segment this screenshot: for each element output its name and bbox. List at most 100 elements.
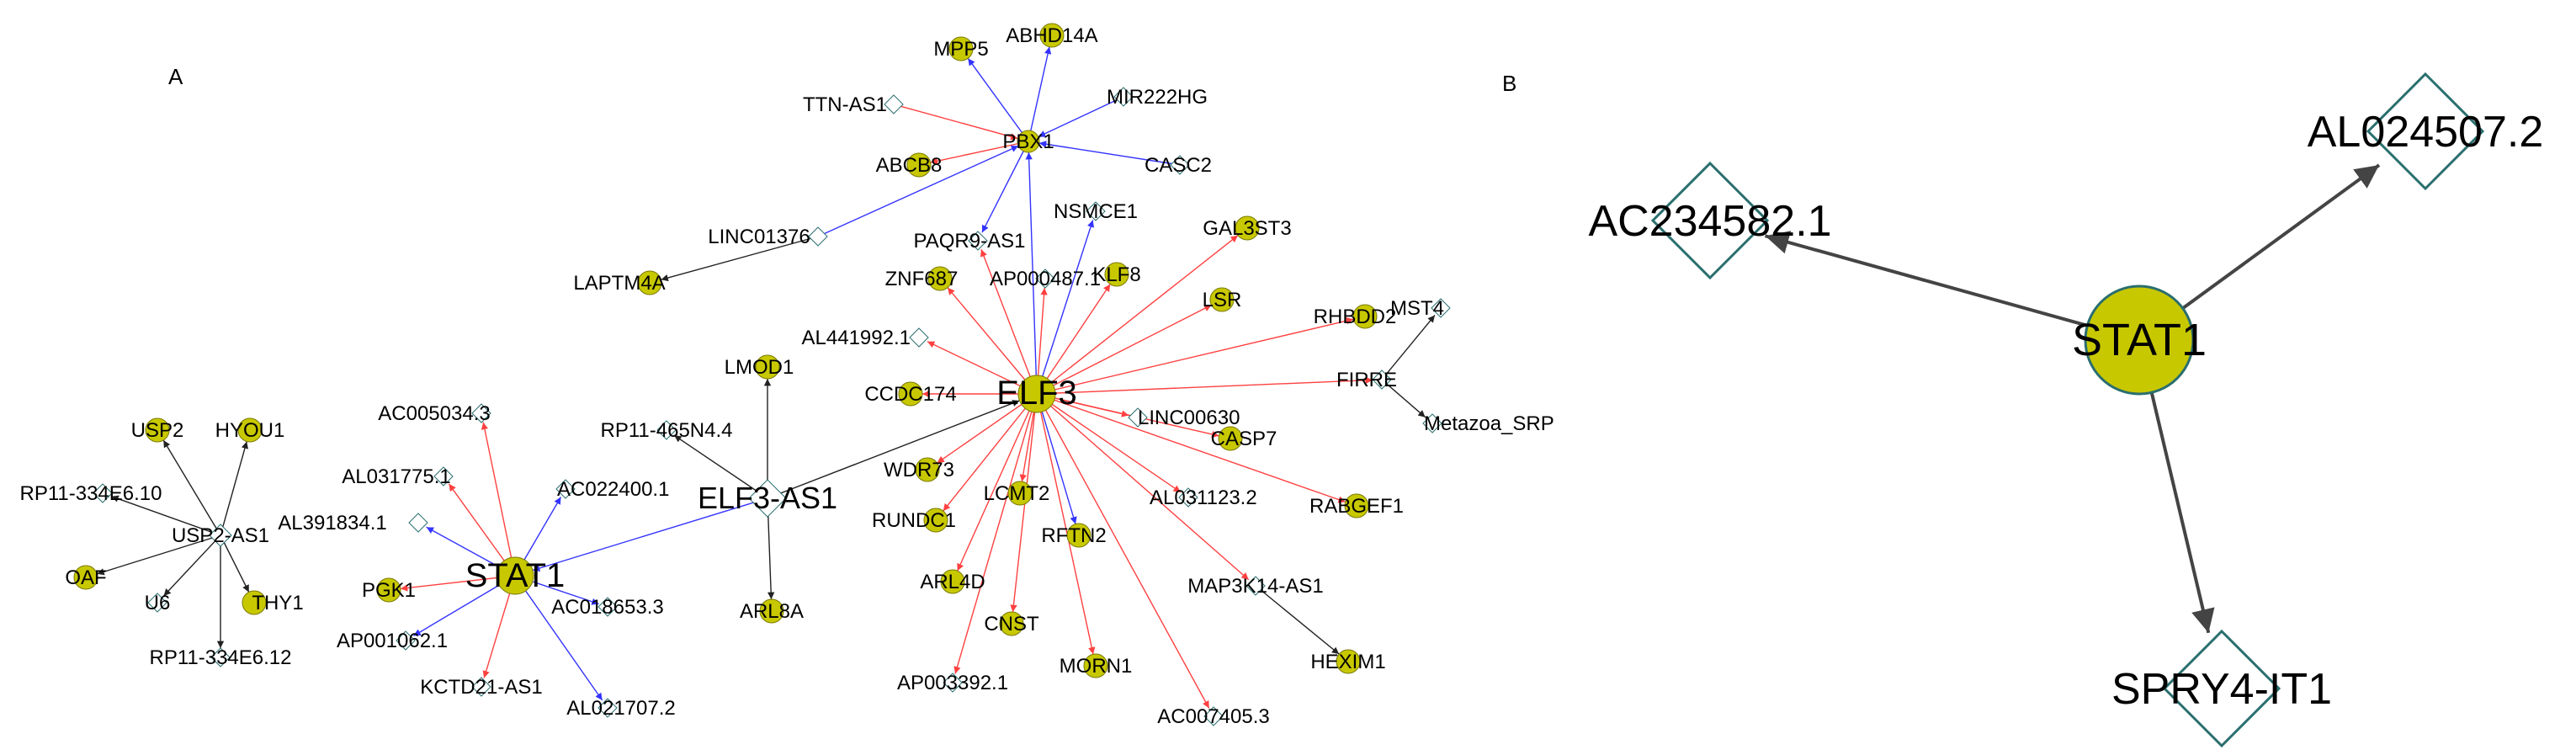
node-label: THY1 (252, 592, 303, 614)
node-label: AL031123.2 (1150, 486, 1257, 509)
edge-elf3-to-map3k14-as1 (1036, 393, 1250, 581)
node-label: MST4 (1390, 297, 1444, 320)
node-rp11-334e6-12: RP11-334E6.12 (149, 646, 291, 669)
diamond-node-shape (1170, 155, 1190, 175)
circle-node-shape (755, 354, 780, 380)
circle-node-shape (948, 36, 974, 61)
node-label: LSR (1203, 289, 1242, 311)
diamond-node-shape (1372, 370, 1392, 390)
circle-node-shape (376, 577, 401, 603)
edge-elf3-to-wdr73 (937, 393, 1038, 464)
node-label: AC018653.3 (551, 596, 663, 619)
diamond-node-shape (748, 479, 787, 518)
node-usp2-as1: USP2-AS1 (172, 524, 269, 547)
diamond-node-shape (2366, 72, 2485, 191)
node-cnst: CNST (984, 611, 1039, 636)
circle-node-shape (1104, 262, 1129, 287)
edge-elf3-to-lsr (1036, 304, 1212, 395)
node-label: PGK1 (362, 579, 416, 602)
circle-node-shape (1083, 653, 1108, 678)
edge-elf3-to-al441992-1 (927, 341, 1038, 395)
node-rp11-465n4-4: RP11-465N4.4 (601, 419, 733, 442)
node-mir222hg: MIR222HG (1107, 86, 1208, 109)
edge-pbx1-to-abhd14a (1028, 46, 1052, 142)
node-pbx1: PBX1 (1002, 130, 1054, 153)
circle-node-shape (1218, 426, 1243, 451)
node-casp7: CASP7 (1211, 426, 1277, 451)
edge-elf3-to-arl4d (957, 393, 1038, 572)
diamond-node-shape (656, 420, 677, 440)
node-usp2: USP2 (131, 417, 184, 443)
node-mpp5: MPP5 (933, 36, 989, 61)
node-label: NSMCE1 (1054, 200, 1138, 223)
node-al024507-2: AL024507.2 (2308, 72, 2543, 191)
node-label: CASC2 (1145, 154, 1212, 177)
diamond-node-shape (598, 597, 618, 617)
edge-firre-to-metazoa-srp (1381, 379, 1426, 418)
edge-stat1-to-pgk1 (400, 575, 516, 592)
node-elf3: ELF3 (996, 375, 1077, 413)
node-label: AP003392.1 (897, 672, 1008, 694)
panel-a-nodes: ELF3ELF3-AS1STAT1PBX1USP2-AS1MPP5ABHD14A… (19, 23, 1554, 728)
node-label: FIRRE (1336, 369, 1397, 391)
edge-elf3-to-gal3st3 (1036, 235, 1239, 395)
edge-elf3-to-nsmce1 (1036, 220, 1095, 395)
edge-elf3-to-firre (1036, 376, 1373, 395)
circle-node-shape (2084, 284, 2195, 396)
edge-stat1-to-al021707-2 (514, 575, 603, 701)
node-label: HEXIM1 (1310, 651, 1385, 673)
edge-mir222hg-to-pbx1 (1038, 96, 1124, 138)
node-ap001062-1: AP001062.1 (337, 630, 448, 652)
circle-node-shape (1007, 481, 1033, 506)
node-znf687: ZNF687 (885, 266, 958, 291)
diamond-node-shape (1422, 413, 1442, 433)
diamond-node-shape (1178, 487, 1198, 508)
edge-pbx1-to-abcb8 (930, 141, 1029, 165)
circle-node-shape (1344, 493, 1369, 518)
node-label: RP11-334E6.12 (149, 646, 291, 669)
panel-b-edges (1764, 163, 2381, 634)
diamond-node-shape (471, 677, 491, 697)
circle-node-shape (1017, 130, 1040, 153)
edge-usp2-as1-to-oaf (97, 534, 221, 576)
edge-elf3-to-znf687 (947, 287, 1038, 395)
node-linc01376: LINC01376 (708, 226, 828, 248)
diamond-node-shape (909, 327, 929, 348)
node-arl4d: ARL4D (920, 569, 985, 594)
node-laptm4a: LAPTM4A (573, 270, 666, 295)
node-ac234582-1: AC234582.1 (1588, 161, 1832, 280)
edge-elf3-to-pbx1 (1025, 152, 1038, 395)
edge-casc2-to-pbx1 (1038, 141, 1181, 166)
node-thy1: THY1 (242, 590, 304, 615)
node-oaf: OAF (65, 565, 107, 590)
node-label: STAT1 (465, 557, 566, 594)
node-label: LINC01376 (708, 226, 810, 248)
node-label: AL021707.2 (566, 697, 675, 720)
node-rhbdd2: RHBDD2 (1314, 304, 1396, 329)
circle-node-shape (923, 508, 948, 533)
edge-pbx1-to-mpp5 (967, 57, 1029, 142)
node-label: MORN1 (1060, 655, 1133, 678)
node-ac007405-3: AC007405.3 (1157, 705, 1269, 728)
node-label: GAL3ST3 (1203, 217, 1291, 240)
circle-node-shape (1235, 215, 1260, 241)
node-label: RP11-334E6.10 (19, 482, 162, 505)
diamond-node-shape (1203, 706, 1224, 726)
circle-node-shape (237, 417, 263, 443)
diamond-node-shape (210, 647, 231, 667)
edge-usp2-as1-to-rp11-334e6-10 (111, 495, 221, 536)
diamond-node-shape (1128, 407, 1148, 428)
node-label: U6 (145, 592, 171, 614)
node-hyou1: HYOU1 (215, 417, 284, 443)
node-label: KLF8 (1092, 263, 1140, 286)
diamond-node-shape (93, 483, 113, 503)
edge-elf3-to-ap003392-1 (953, 393, 1038, 674)
node-label: USP2 (131, 419, 184, 442)
circle-node-shape (73, 565, 98, 590)
node-label: AC234582.1 (1588, 197, 1831, 246)
diamond-node-shape (968, 231, 988, 251)
node-label: KCTD21-AS1 (420, 676, 542, 699)
diamond-node-shape (396, 630, 416, 651)
circle-node-shape (242, 590, 267, 615)
